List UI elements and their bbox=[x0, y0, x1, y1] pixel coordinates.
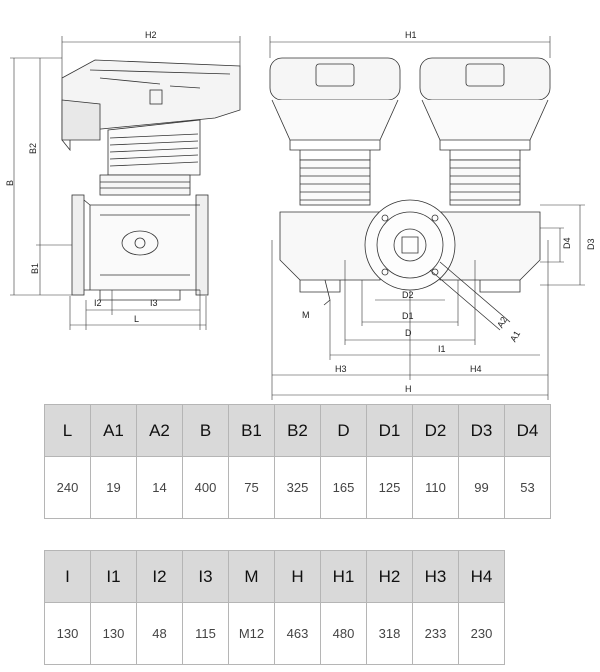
label-l: L bbox=[134, 314, 139, 324]
header-cell: D4 bbox=[504, 404, 551, 457]
label-i2: I2 bbox=[94, 298, 102, 308]
value-cell: 125 bbox=[366, 456, 413, 519]
label-i3: I3 bbox=[150, 298, 158, 308]
value-cell: 48 bbox=[136, 602, 183, 665]
value-cell: 233 bbox=[412, 602, 459, 665]
value-cell: 480 bbox=[320, 602, 367, 665]
value-cell: 463 bbox=[274, 602, 321, 665]
value-cell: 110 bbox=[412, 456, 459, 519]
header-cell: H2 bbox=[366, 550, 413, 603]
label-d3: D3 bbox=[586, 238, 596, 250]
dimension-table-2: I I1 I2 I3 M H H1 H2 H3 H4 130 130 48 11… bbox=[44, 550, 505, 665]
front-view-dimensions bbox=[269, 36, 585, 400]
table-header-row: I I1 I2 I3 M H H1 H2 H3 H4 bbox=[44, 550, 505, 603]
label-b1: B1 bbox=[30, 263, 40, 274]
label-m: M bbox=[302, 310, 310, 320]
header-cell: H3 bbox=[412, 550, 459, 603]
label-h3: H3 bbox=[335, 364, 347, 374]
label-h1: H1 bbox=[405, 30, 417, 40]
header-cell: A1 bbox=[90, 404, 137, 457]
header-cell: D bbox=[320, 404, 367, 457]
value-cell: 318 bbox=[366, 602, 413, 665]
label-h: H bbox=[405, 384, 412, 394]
header-cell: M bbox=[228, 550, 275, 603]
value-cell: 240 bbox=[44, 456, 91, 519]
value-cell: 230 bbox=[458, 602, 505, 665]
value-cell: M12 bbox=[228, 602, 275, 665]
value-cell: 53 bbox=[504, 456, 551, 519]
table-row: 130 130 48 115 M12 463 480 318 233 230 bbox=[44, 602, 505, 665]
header-cell: I3 bbox=[182, 550, 229, 603]
label-b2: B2 bbox=[28, 143, 38, 154]
value-cell: 165 bbox=[320, 456, 367, 519]
dimension-labels: H2 H1 B B2 B1 I2 I3 L M D2 D1 D I1 H3 H4… bbox=[5, 30, 596, 394]
label-h4: H4 bbox=[470, 364, 482, 374]
value-cell: 115 bbox=[182, 602, 229, 665]
value-cell: 19 bbox=[90, 456, 137, 519]
header-cell: I bbox=[44, 550, 91, 603]
header-cell: I1 bbox=[90, 550, 137, 603]
label-i1: I1 bbox=[438, 344, 446, 354]
label-d1: D1 bbox=[402, 311, 414, 321]
value-cell: 325 bbox=[274, 456, 321, 519]
pump-dimension-drawing: H2 H1 B B2 B1 I2 I3 L M D2 D1 D I1 H3 H4… bbox=[5, 30, 596, 400]
table-row: 240 19 14 400 75 325 165 125 110 99 53 bbox=[44, 456, 551, 519]
header-cell: B bbox=[182, 404, 229, 457]
header-cell: D3 bbox=[458, 404, 505, 457]
label-b: B bbox=[5, 180, 15, 186]
header-cell: B1 bbox=[228, 404, 275, 457]
label-d4: D4 bbox=[562, 237, 572, 249]
header-cell: D1 bbox=[366, 404, 413, 457]
label-h2: H2 bbox=[145, 30, 157, 40]
label-d2: D2 bbox=[402, 290, 414, 300]
header-cell: H1 bbox=[320, 550, 367, 603]
value-cell: 75 bbox=[228, 456, 275, 519]
side-view bbox=[61, 59, 241, 301]
header-cell: H bbox=[274, 550, 321, 603]
value-cell: 130 bbox=[44, 602, 91, 665]
header-cell: I2 bbox=[136, 550, 183, 603]
dimension-table-1: L A1 A2 B B1 B2 D D1 D2 D3 D4 240 19 14 … bbox=[44, 404, 551, 519]
header-cell: A2 bbox=[136, 404, 183, 457]
table-header-row: L A1 A2 B B1 B2 D D1 D2 D3 D4 bbox=[44, 404, 551, 457]
value-cell: 99 bbox=[458, 456, 505, 519]
value-cell: 400 bbox=[182, 456, 229, 519]
side-view-dimensions bbox=[10, 36, 241, 330]
header-cell: H4 bbox=[458, 550, 505, 603]
value-cell: 130 bbox=[90, 602, 137, 665]
header-cell: B2 bbox=[274, 404, 321, 457]
value-cell: 14 bbox=[136, 456, 183, 519]
front-view bbox=[269, 57, 551, 331]
label-a2: A2 bbox=[495, 315, 509, 330]
label-d: D bbox=[405, 328, 412, 338]
header-cell: L bbox=[44, 404, 91, 457]
header-cell: D2 bbox=[412, 404, 459, 457]
label-a1: A1 bbox=[508, 329, 522, 344]
